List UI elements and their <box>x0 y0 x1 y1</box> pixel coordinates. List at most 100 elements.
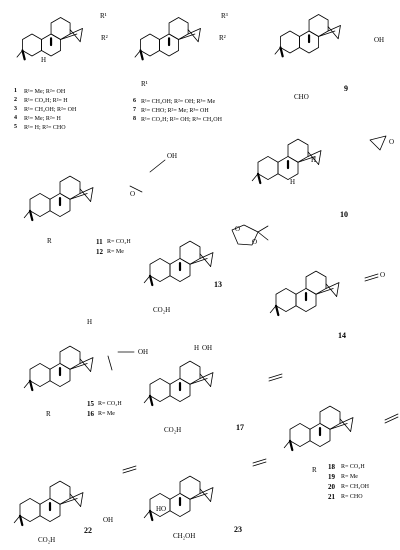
c14-methyl <box>274 304 280 317</box>
atom-label-ho: HO <box>156 505 167 513</box>
c18-methylene-bond <box>384 416 399 424</box>
c22-ring-c <box>49 480 71 505</box>
compound-number: 18 <box>328 463 335 471</box>
compound-number: 17 <box>236 423 244 432</box>
atom-label-cho: CHO <box>294 93 309 101</box>
c18-methyl <box>288 439 294 452</box>
c22-bond <box>59 498 78 505</box>
compound-number: 2 <box>14 97 17 103</box>
c10-ring-c <box>287 138 309 163</box>
c15-bond <box>79 358 92 372</box>
c18-bond <box>339 417 354 424</box>
c23-ring-c <box>179 475 201 500</box>
c13-bond <box>199 253 212 267</box>
c23-methyl <box>143 510 151 519</box>
compound-substituents: R= Me <box>341 474 358 480</box>
c10-bond <box>307 150 322 157</box>
c11-bond <box>90 187 94 202</box>
compound-substituents: R= CO₂H <box>107 239 131 245</box>
c18-bond <box>339 418 352 432</box>
atom-label-o: O <box>130 190 136 198</box>
compound-number: 11 <box>96 238 103 246</box>
c17-methylene-bond <box>268 373 283 379</box>
c17-methyl <box>148 394 154 407</box>
c17-ring-c <box>179 360 201 385</box>
atom-label-r: R <box>312 466 317 474</box>
c10-epoxide-ring <box>369 135 387 151</box>
compound-substituents: R¹= CH₂OH; R²= OH <box>24 107 77 113</box>
compound-number: 7 <box>133 107 136 113</box>
atom-label-h: H <box>41 56 47 64</box>
c13-methyl <box>257 225 269 233</box>
compound-substituents: R¹= H; R²= CHO <box>24 125 66 131</box>
compound-number: 13 <box>214 280 222 289</box>
c10-ring-a <box>257 156 279 180</box>
c23-methylene-bond <box>252 458 267 464</box>
atom-label-co2h: CO₂H <box>153 306 171 314</box>
atom-label-h: H <box>87 318 93 326</box>
atom-label-o: O <box>252 238 258 246</box>
compound-number: 6 <box>133 98 136 104</box>
c23-bond <box>210 487 214 502</box>
c15-double-bond <box>107 355 113 371</box>
compound-number: 10 <box>340 210 348 219</box>
c11-bond <box>79 187 94 194</box>
compound-number: 9 <box>344 84 348 93</box>
c17-bond <box>199 373 212 387</box>
compound-number: 21 <box>328 493 335 501</box>
c18-bond <box>350 417 354 432</box>
c22-methyl <box>13 515 21 524</box>
c15-ring-a <box>29 363 51 387</box>
atom-label-ch2oh: CH₂OH <box>173 532 196 540</box>
c9-bond <box>318 30 336 37</box>
atom-label-r: R <box>47 237 52 245</box>
c14-bond <box>325 283 338 297</box>
atom-label-co2h: CO₂H <box>164 426 182 434</box>
compound-number: 16 <box>87 410 94 418</box>
c1to5-bond <box>69 28 83 35</box>
compound-number: 1 <box>14 88 17 94</box>
compound-substituents: R= CO₂H <box>98 401 122 407</box>
c1to5-bond <box>79 28 83 43</box>
c1to5-ring-a <box>22 33 42 57</box>
compound-number: 15 <box>87 400 94 408</box>
atom-label-r1: R¹ <box>100 12 107 20</box>
compound-number: 14 <box>338 331 346 340</box>
c13-bond <box>199 252 214 259</box>
compound-number: 4 <box>14 115 17 121</box>
c17-bond <box>199 372 214 379</box>
c9-bond <box>327 25 341 32</box>
atom-label-r2: R² <box>219 34 226 42</box>
c14-methyl <box>269 305 277 314</box>
c1to5-bond <box>69 29 81 43</box>
compound-substituents: R¹= CHO; R²= Me; R³= OH <box>141 108 209 114</box>
c13-methyl <box>257 231 269 241</box>
c11-ch2oh-bond <box>149 159 166 173</box>
compound-number: 3 <box>14 106 17 112</box>
c9-methyl <box>279 46 284 58</box>
compound-number: 19 <box>328 473 335 481</box>
compound-number: 20 <box>328 483 335 491</box>
c6to8-bond <box>178 33 196 40</box>
c6to8-bond <box>187 29 199 43</box>
c9-ring-c <box>308 14 329 37</box>
c15-bond <box>90 357 94 372</box>
c6to8-methyl <box>139 49 144 61</box>
atom-label-co2h: CO₂H <box>38 536 56 544</box>
c22-methylene-bond <box>122 468 137 474</box>
compound-substituents: R= CHO <box>341 494 363 500</box>
atom-label-o: O <box>235 225 241 233</box>
c14-ring-c <box>305 270 327 295</box>
atom-label-oh: OH <box>103 516 114 524</box>
c13-ring-a <box>149 258 171 282</box>
c11-bond <box>79 188 92 202</box>
c1to5-methyl <box>21 49 26 61</box>
c15-methyl <box>23 380 31 389</box>
c1to5-bond <box>60 33 78 40</box>
atom-label-oh: OH <box>202 344 213 352</box>
c18-ring-c <box>319 405 341 430</box>
c11-epoxide-bond <box>129 185 143 193</box>
compound-substituents: R¹= Me; R²= OH <box>24 89 66 95</box>
compound-substituents: R= CO₂H <box>341 464 365 470</box>
c23-bond <box>199 487 214 494</box>
